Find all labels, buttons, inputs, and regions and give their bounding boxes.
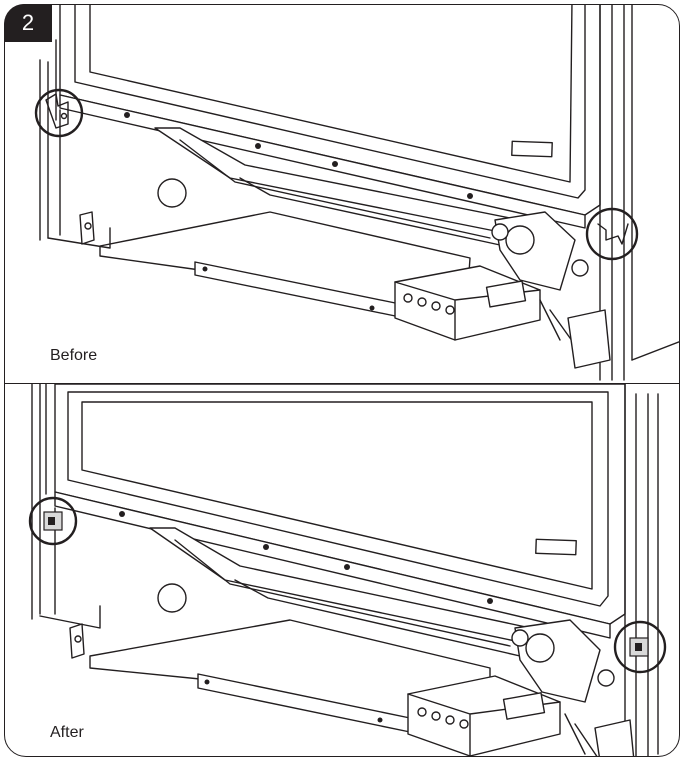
frame-label-plate [535,538,577,556]
junction-box [594,719,635,756]
side-wall-hole [157,178,187,208]
junction-box [567,309,611,369]
left-bracket-tab [79,211,95,245]
side-wall-hole [157,583,187,613]
bottom-rail [59,94,586,229]
step-number-badge: 2 [4,4,52,42]
step-number: 2 [21,10,35,35]
floor-rail [197,673,411,733]
left-frame-post [39,39,57,241]
before-panel: Before [34,5,679,381]
valve-knob [525,633,555,663]
valve-pipes [564,713,601,756]
control-connector [485,280,527,308]
before-illustration [34,5,679,381]
frame-label-plate [511,140,553,158]
left-wall [47,109,111,249]
callout-circle-right [613,620,667,674]
callout-left-bracket [45,93,69,129]
burner-rail [239,177,501,246]
callout-right-bracket [597,223,629,245]
glass-frame-outer [59,5,601,216]
burner-rail [234,579,521,657]
bottom-rail [54,491,611,639]
panel-divider [4,383,680,384]
glass-frame-mid [67,391,609,607]
callout-circle-right [585,207,639,261]
before-caption: Before [50,347,98,364]
callout-circle-left [28,496,78,546]
glass-frame-inner [81,401,593,590]
after-panel: After [0,384,684,761]
control-connector [502,692,546,720]
right-frame-post [624,384,659,756]
glass-frame-inner [89,5,573,183]
control-module [407,675,561,756]
right-frame-post [599,5,633,381]
valve-knob [505,225,535,255]
burner-edge [174,539,511,647]
left-frame-post [31,384,47,620]
glass-frame-mid [74,5,586,199]
right-base-edge [631,339,679,361]
after-illustration [28,384,667,756]
left-bracket-tab [69,623,85,659]
burner-edge [179,139,491,239]
after-caption: After [50,724,84,741]
callout-circle-left [34,88,84,138]
